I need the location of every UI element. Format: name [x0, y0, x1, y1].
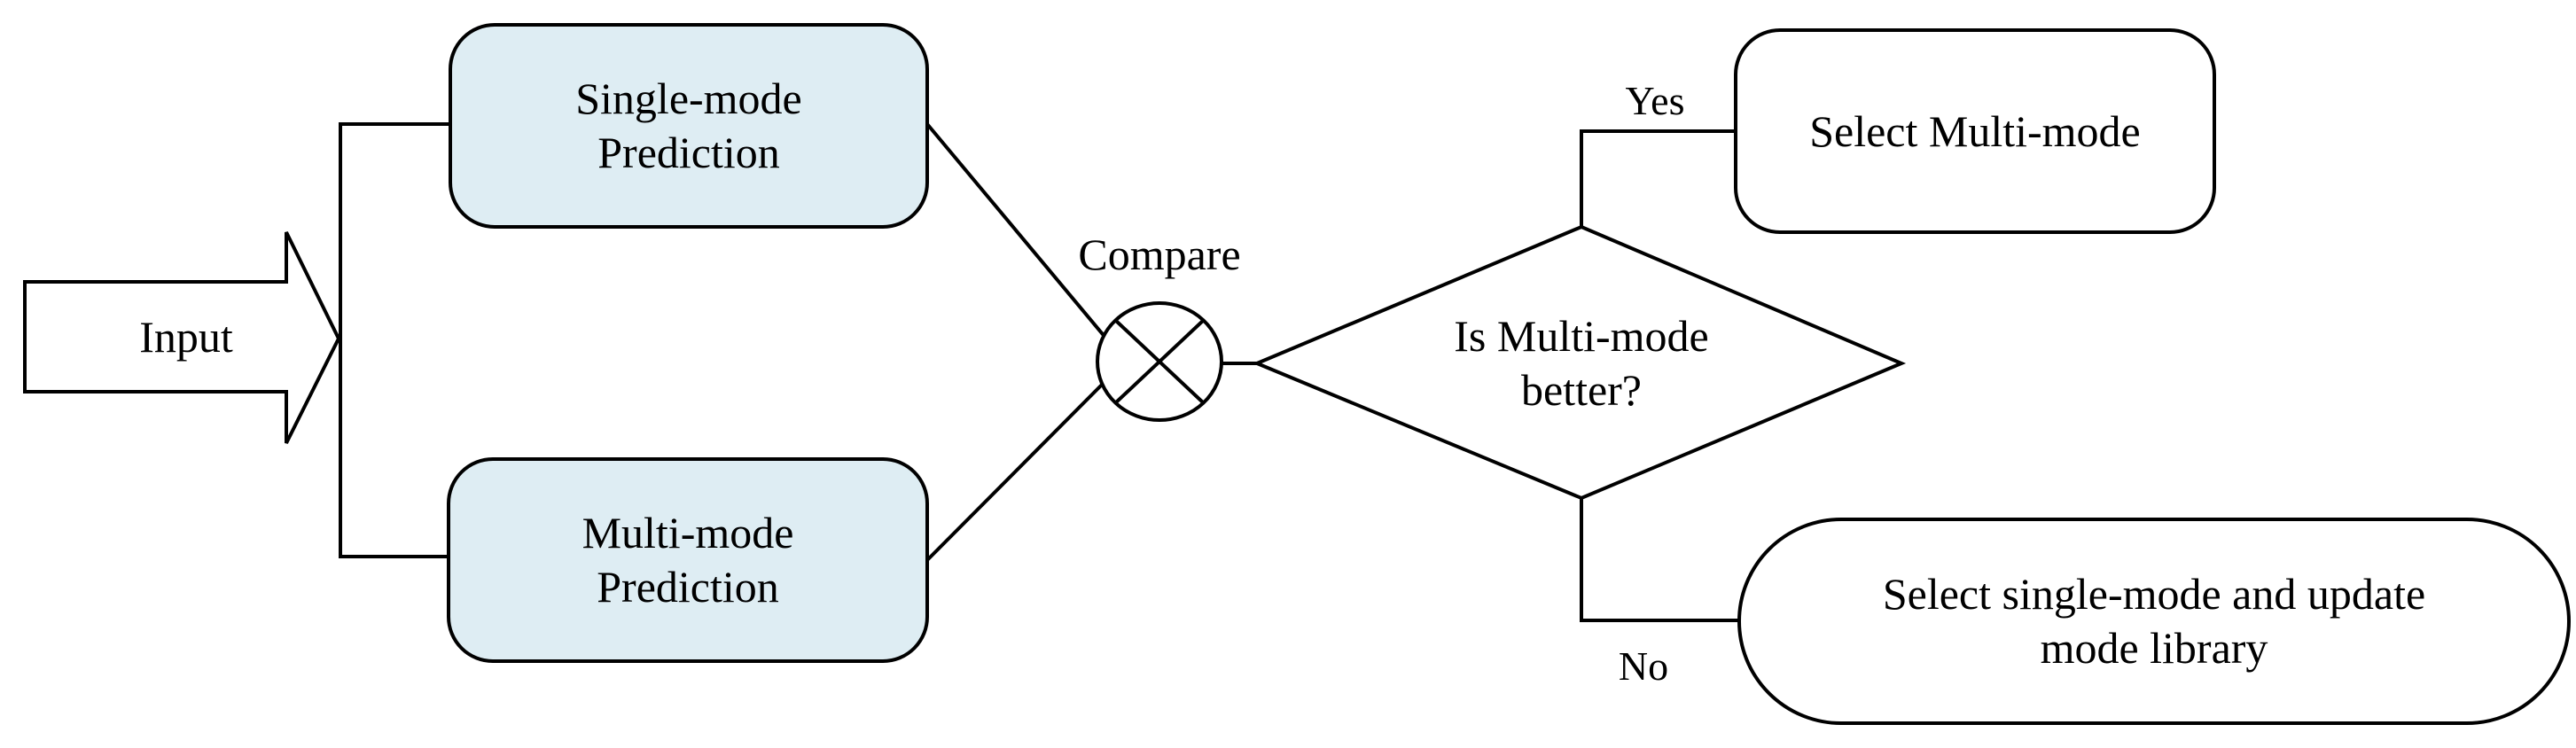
compare-icon — [1096, 301, 1223, 422]
input-label: Input — [139, 311, 233, 362]
select-single-line2: mode library — [2040, 623, 2268, 673]
connector-input-to-multi — [339, 339, 449, 558]
decision-diamond — [1252, 224, 1907, 501]
connector-no — [1580, 498, 1739, 622]
select-single-line1: Select single-mode and update — [1882, 569, 2426, 619]
multi-mode-prediction-label: Multi-mode Prediction — [449, 459, 927, 661]
no-label: No — [1618, 643, 1669, 689]
select-multi-mode-box — [1734, 28, 2216, 234]
multi-mode-line1: Multi-mode — [582, 508, 794, 557]
single-mode-prediction-label: Single-mode Prediction — [450, 25, 927, 227]
decision-line2: better? — [1520, 365, 1642, 415]
connector-multi-to-compare — [925, 374, 1112, 562]
connector-input-to-single — [339, 122, 450, 339]
connector-single-to-compare — [925, 122, 1112, 346]
select-single-mode-box — [1737, 518, 2571, 725]
connector-yes — [1580, 129, 1736, 227]
input-arrow — [23, 231, 341, 444]
single-mode-line2: Prediction — [597, 128, 780, 177]
decision-label: Is Multi-mode better? — [1374, 292, 1789, 434]
decision-line1: Is Multi-mode — [1454, 311, 1709, 361]
multi-mode-line2: Prediction — [597, 562, 779, 612]
compare-label: Compare — [1078, 229, 1241, 279]
yes-label: Yes — [1625, 77, 1685, 123]
select-multi-mode-label: Select Multi-mode — [1809, 105, 2141, 156]
select-single-mode-label: Select single-mode and update mode libra… — [1739, 519, 2569, 723]
single-mode-line1: Single-mode — [575, 74, 802, 123]
